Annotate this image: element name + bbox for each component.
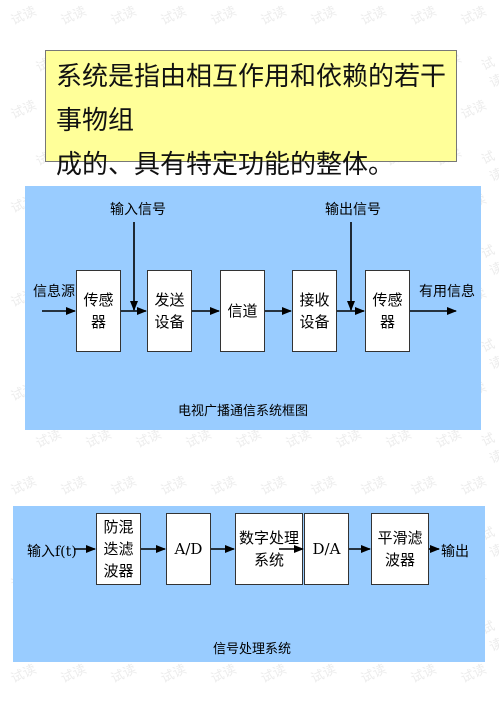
output-label: 输出 <box>441 544 469 560</box>
antialias-filter-block: 防混迭滤波器 <box>96 513 141 585</box>
receiver-block: 接收设备 <box>292 270 337 352</box>
watermark-text: 试读 <box>308 474 339 499</box>
sp-diagram-caption: 信号处理系统 <box>213 642 292 657</box>
transmitter-block: 发送设备 <box>147 270 192 352</box>
watermark-text: 试读 <box>158 662 189 687</box>
watermark-text: 试读 <box>8 662 39 687</box>
watermark-text: 试读 <box>308 662 339 687</box>
watermark-text: 试读 <box>458 474 489 499</box>
watermark-text: 试读 <box>258 474 289 499</box>
smoothing-filter-block: 平滑滤波器 <box>371 513 429 585</box>
watermark-text: 试读 <box>8 474 39 499</box>
definition-line-1: 系统是指由相互作用和依赖的若干事物组 <box>56 62 447 136</box>
sensor-block-1: 传感器 <box>76 270 121 352</box>
watermark-text: 试读 <box>458 662 489 687</box>
input-signal-label: 输入信号 <box>110 202 166 218</box>
watermark-text: 试读 <box>158 474 189 499</box>
sensor-block-1-label: 传感器 <box>83 291 114 331</box>
watermark-text: 试读 <box>208 662 239 687</box>
watermark-text: 试读 <box>479 430 499 468</box>
tv-diagram-caption: 电视广播通信系统框图 <box>178 404 309 419</box>
channel-block-label: 信道 <box>227 302 258 320</box>
da-block-label: D/A <box>312 540 341 558</box>
watermark-text: 试读 <box>108 4 139 29</box>
watermark-text: 试读 <box>158 4 189 29</box>
watermark-text: 试读 <box>479 54 499 92</box>
watermark-text: 试读 <box>479 148 499 186</box>
watermark-text: 试读 <box>358 662 389 687</box>
receiver-block-label: 接收设备 <box>299 291 330 331</box>
antialias-filter-label: 防混迭滤波器 <box>103 518 134 580</box>
watermark-text: 试读 <box>408 662 439 687</box>
transmitter-block-label: 发送设备 <box>154 291 185 331</box>
ad-block-label: A/D <box>174 540 203 558</box>
watermark-text: 试读 <box>258 662 289 687</box>
watermark-text: 试读 <box>308 4 339 29</box>
sensor-block-2: 传感器 <box>365 270 410 352</box>
watermark-text: 试读 <box>208 4 239 29</box>
watermark-text: 试读 <box>258 4 289 29</box>
watermark-text: 试读 <box>108 474 139 499</box>
da-block: D/A <box>304 513 349 585</box>
smoothing-filter-label: 平滑滤波器 <box>377 529 423 569</box>
watermark-text: 试读 <box>108 662 139 687</box>
ad-block: A/D <box>166 513 211 585</box>
input-ft-label: 输入f(t) <box>27 544 77 560</box>
channel-block: 信道 <box>220 270 265 352</box>
watermark-text: 试读 <box>58 474 89 499</box>
useful-info-label: 有用信息 <box>419 284 475 300</box>
watermark-text: 试读 <box>8 4 39 29</box>
watermark-text: 试读 <box>358 474 389 499</box>
watermark-text: 试读 <box>408 4 439 29</box>
definition-box: 系统是指由相互作用和依赖的若干事物组 成的、具有特定功能的整体。 <box>45 50 457 180</box>
watermark-text: 试读 <box>208 474 239 499</box>
watermark-text: 试读 <box>408 474 439 499</box>
watermark-text: 试读 <box>458 98 489 123</box>
watermark-text: 试读 <box>8 98 39 123</box>
dsp-block: 数字处理系统 <box>235 513 303 585</box>
info-source-label: 信息源 <box>33 284 75 300</box>
watermark-text: 试读 <box>58 4 89 29</box>
sensor-block-2-label: 传感器 <box>372 291 403 331</box>
dsp-block-label: 数字处理系统 <box>238 529 299 569</box>
watermark-text: 试读 <box>458 4 489 29</box>
definition-line-2: 成的、具有特定功能的整体。 <box>56 150 395 180</box>
watermark-text: 试读 <box>358 4 389 29</box>
watermark-text: 试读 <box>58 662 89 687</box>
output-signal-label: 输出信号 <box>325 202 381 218</box>
